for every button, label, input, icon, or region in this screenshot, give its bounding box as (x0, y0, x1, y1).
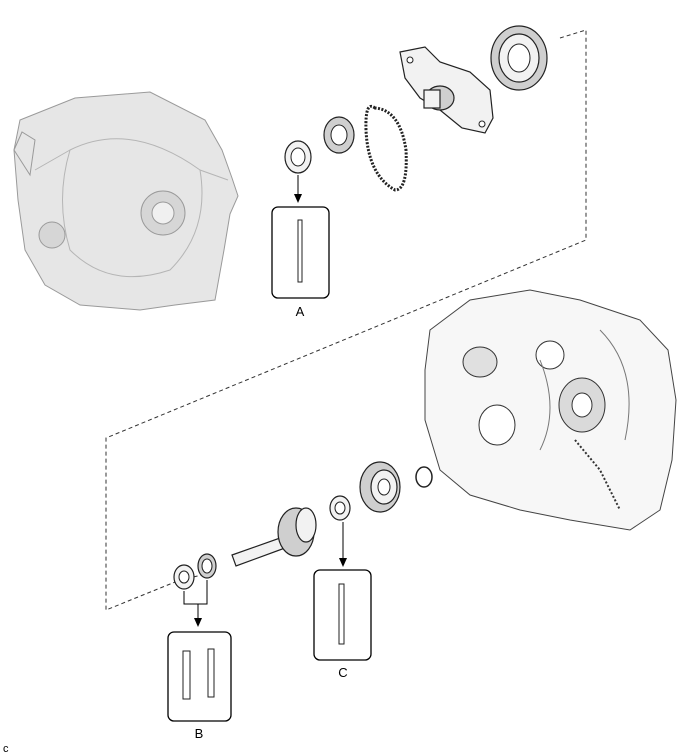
oil-pump-body (399, 46, 494, 134)
detail-box-c (313, 569, 372, 661)
bearing-race (173, 564, 195, 590)
detail-box-a (271, 206, 330, 299)
input-shaft (231, 507, 317, 567)
drive-chain (364, 104, 408, 192)
snap-ring (415, 466, 433, 488)
arrowhead-c (339, 558, 347, 567)
detail-box-b (167, 631, 232, 722)
thrust-washer-c (329, 495, 351, 521)
driven-gear-lower (359, 461, 401, 513)
transmission-case-cover (13, 91, 239, 311)
dashed-assembly-line-upper (105, 29, 587, 611)
needle-bearing (197, 553, 217, 579)
label-c: C (338, 665, 347, 680)
thrust-washer-a (284, 140, 312, 174)
driven-gear-upper (490, 25, 548, 91)
label-b: B (195, 726, 204, 741)
arrowhead-b (194, 618, 202, 627)
figure-code: c (3, 743, 9, 755)
transmission-case (424, 289, 677, 531)
drive-sprocket (323, 116, 355, 154)
arrowhead-a (294, 194, 302, 203)
label-a: A (296, 304, 305, 319)
